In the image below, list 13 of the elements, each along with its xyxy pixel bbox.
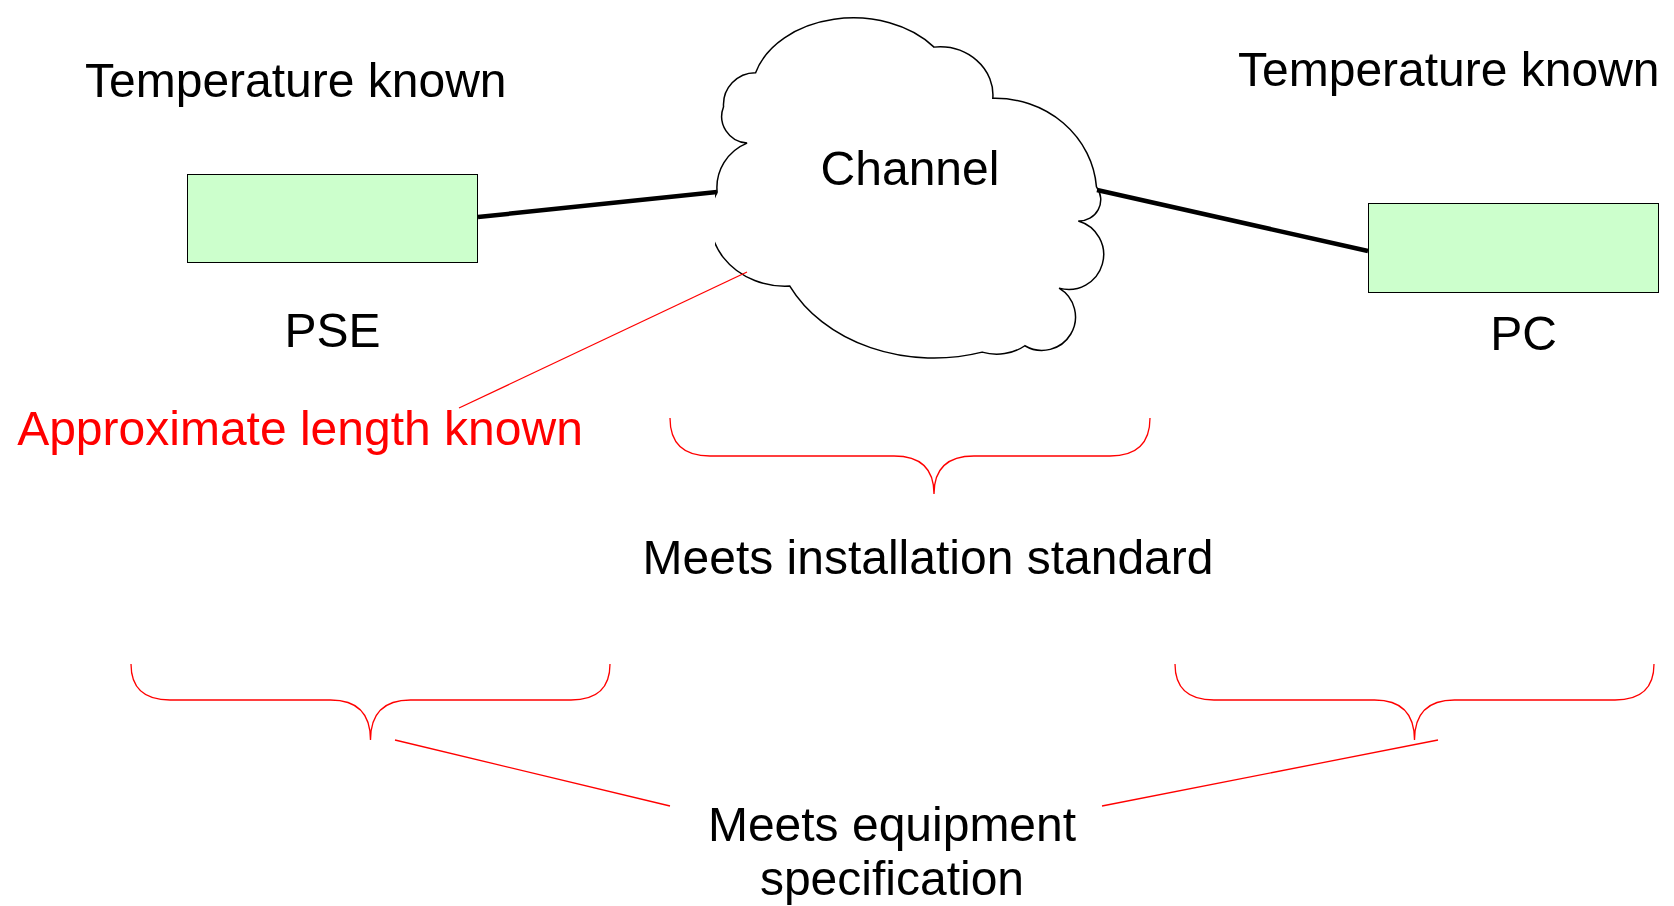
node-label: PC [1490, 306, 1557, 362]
callout-text: Approximate length known [17, 401, 583, 457]
connector-line [1096, 187, 1369, 254]
connector-line [477, 189, 718, 220]
node-label: PSE [284, 303, 381, 359]
note-text: Meets equipment specification [706, 798, 1078, 906]
caption-text: Temperature known [85, 53, 507, 109]
note-text: Meets installation standard [642, 530, 1214, 586]
node-label: Channel [819, 141, 1001, 197]
leader-line [394, 739, 671, 807]
leader-line [1101, 739, 1439, 807]
leader-line [458, 271, 748, 409]
caption-text: Temperature known [1238, 42, 1660, 98]
